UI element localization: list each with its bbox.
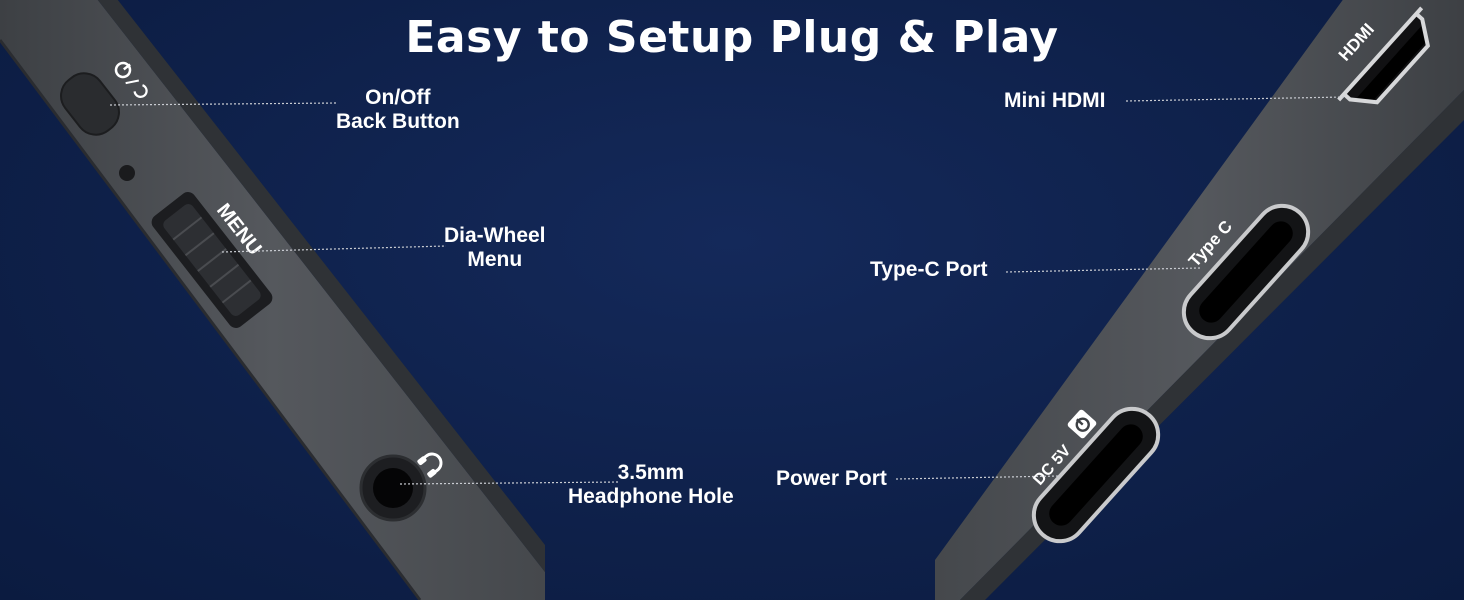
- type-c-label-text: Type-C Port: [870, 258, 988, 281]
- leader-mini-hdmi: [1125, 96, 1346, 102]
- leader-type-c: [1005, 267, 1201, 273]
- power-icon: [1067, 409, 1097, 439]
- status-led: [119, 165, 135, 181]
- headphone-label-line2: Headphone Hole: [568, 485, 734, 508]
- dia-wheel-menu-label: Dia-Wheel Menu: [444, 224, 546, 272]
- on-off-label-line1: On/Off: [365, 86, 431, 109]
- headphone-hole-label: 3.5mm Headphone Hole: [568, 461, 734, 509]
- power-back-button: [60, 72, 120, 136]
- on-off-label-line2: Back Button: [336, 110, 460, 133]
- page-title: Easy to Setup Plug & Play: [405, 12, 1059, 63]
- dia-wheel-label-line2: Menu: [467, 248, 523, 271]
- power-port-label: Power Port: [776, 467, 887, 491]
- mini-hdmi-label: Mini HDMI: [1004, 89, 1105, 113]
- dia-wheel-label-line1: Dia-Wheel: [444, 224, 546, 247]
- power-port: [1031, 406, 1161, 544]
- leader-power-port: [895, 475, 1061, 480]
- headphone-icon: [417, 452, 443, 478]
- left-device-panel: [0, 0, 545, 600]
- headphone-label-line1: 3.5mm: [617, 461, 685, 484]
- mini-hdmi-port: [1337, 6, 1431, 105]
- type-c-port: [1181, 203, 1311, 341]
- headphone-jack: [359, 454, 427, 522]
- leader-dia-wheel: [221, 245, 447, 253]
- power-back-icon: [114, 61, 148, 98]
- power-port-label-text: Power Port: [776, 467, 887, 490]
- leader-headphone: [399, 481, 621, 485]
- mini-hdmi-label-text: Mini HDMI: [1004, 89, 1106, 112]
- menu-wheel: [151, 192, 273, 328]
- type-c-port-label: Type-C Port: [870, 258, 987, 282]
- on-off-back-label: On/Off Back Button: [336, 86, 460, 134]
